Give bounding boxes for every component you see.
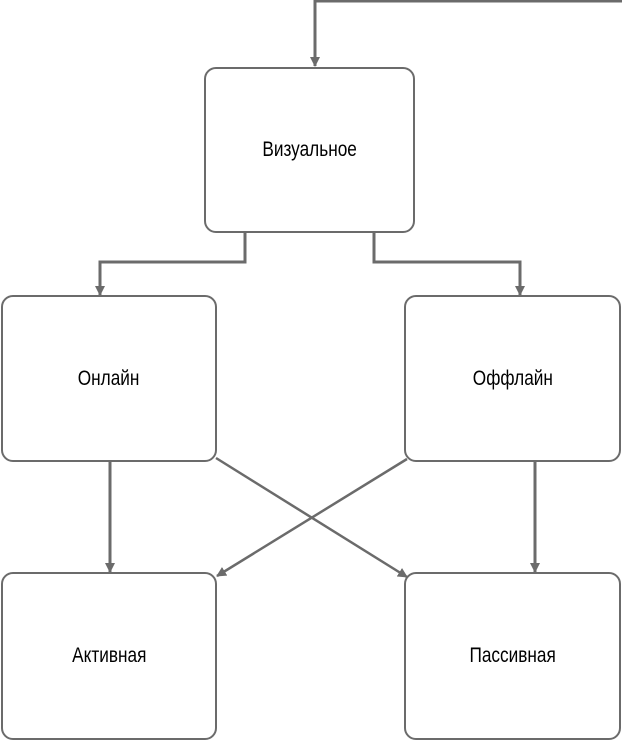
edge-visual-online <box>95 233 247 296</box>
node-online-label: Онлайн <box>78 366 140 390</box>
edge-external-visual <box>310 0 622 67</box>
node-active[interactable]: Активная <box>1 572 217 740</box>
node-visual[interactable]: Визуальное <box>204 67 415 233</box>
node-visual-label: Визуальное <box>262 138 357 161</box>
node-online[interactable]: Онлайн <box>1 295 217 462</box>
node-passive[interactable]: Пассивная <box>404 572 621 740</box>
node-offline[interactable]: Оффлайн <box>404 295 621 462</box>
edge-offline-active <box>216 457 408 578</box>
node-offline-label: Оффлайн <box>472 366 553 390</box>
node-active-label: Активная <box>71 644 147 667</box>
node-passive-label: Пассивная <box>469 644 556 667</box>
edge-visual-offline <box>372 233 525 296</box>
